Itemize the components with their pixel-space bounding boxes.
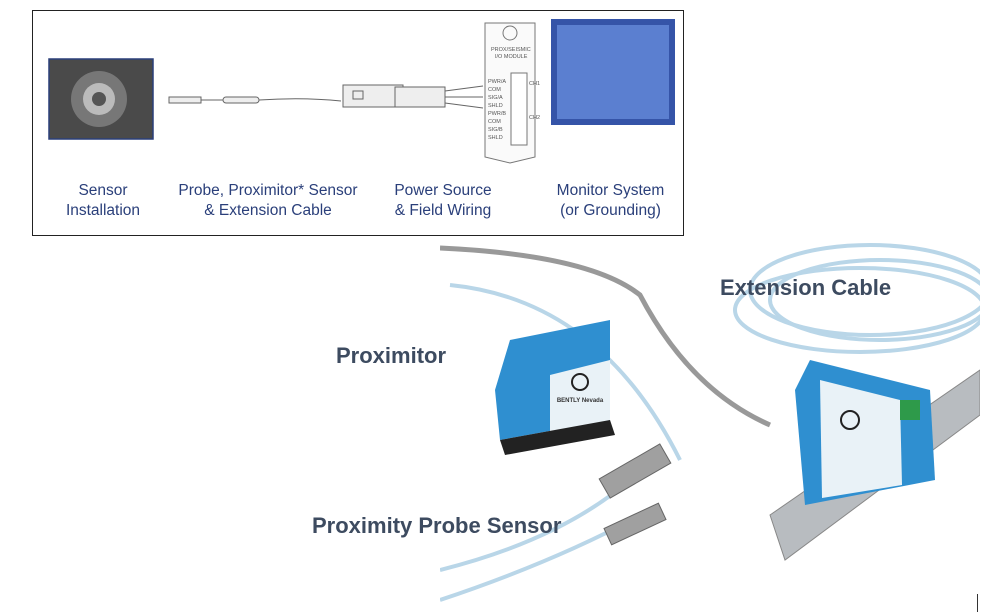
module-label: CH1 (529, 81, 540, 87)
probes (598, 443, 672, 546)
sensor-installation-image (48, 58, 154, 140)
probe-cable-drawing (168, 84, 484, 109)
brand-logo-text: BENTLY Nevada (557, 398, 604, 404)
diagram-drawing: PROX/SEISMIC I/O MODULE PWR/A COM SIG/A … (48, 19, 675, 164)
label-proximitor: Proximitor (336, 343, 447, 368)
caption-line: Monitor System (556, 182, 665, 199)
module-label: COM (488, 119, 501, 125)
caption-probe: Probe, Proximitor* Sensor & Extension Cab… (163, 181, 373, 221)
caption-line: (or Grounding) (560, 202, 661, 219)
module-label: PWR/B (488, 111, 506, 117)
io-module-drawing: PROX/SEISMIC I/O MODULE PWR/A COM SIG/A … (484, 22, 540, 164)
module-label: CH2 (529, 115, 540, 121)
monitor-system-image (551, 19, 675, 125)
signal-chain-diagram: PROX/SEISMIC I/O MODULE PWR/A COM SIG/A … (32, 10, 684, 236)
module-label: SIG/A (488, 95, 503, 101)
module-title: PROX/SEISMIC (491, 47, 531, 53)
caption-line: Power Source (394, 182, 492, 199)
caption-line: Sensor (78, 182, 128, 199)
caption-power-source: Power Source & Field Wiring (383, 181, 503, 221)
proximitor-left: BENTLY Nevada (495, 320, 615, 455)
caption-line: & Field Wiring (394, 202, 492, 219)
caption-monitor-system: Monitor System (or Grounding) (543, 181, 678, 221)
caption-line: & Extension Cable (204, 202, 332, 219)
extension-cable-coil (733, 243, 980, 354)
module-label: SHLD (488, 135, 503, 141)
module-subtitle: I/O MODULE (495, 54, 528, 60)
proximitor-right (795, 360, 935, 505)
module-label: COM (488, 87, 501, 93)
text-cursor (977, 594, 978, 612)
caption-line: Probe, Proximitor* Sensor (178, 182, 358, 199)
module-label: SIG/B (488, 127, 503, 133)
caption-line: Installation (65, 202, 141, 219)
module-label: PWR/A (488, 79, 506, 85)
product-photo: BENTLY Nevada (440, 243, 980, 602)
label-extension-cable: Extension Cable (720, 275, 892, 300)
armored-cable (440, 245, 772, 428)
module-label: SHLD (488, 103, 503, 109)
label-proximity-probe: Proximity Probe Sensor (312, 513, 562, 538)
